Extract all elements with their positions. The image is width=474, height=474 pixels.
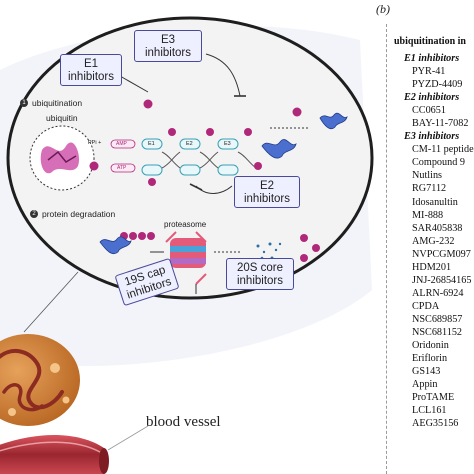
sidebar-divider [386,24,387,474]
inhibitor-drug-item: LCL161 [412,405,447,417]
inhibitor-group-heading: E1 inhibitors [404,53,460,64]
inhibitor-drug-item: CM-11 peptide [412,144,474,156]
inhibitor-drug-item: SAR405838 [412,222,463,234]
inhibitor-drug-item: Oridonin [412,340,449,352]
inhibitor-group-heading: E2 inhibitors [404,92,460,104]
inhibitor-drug-item: PYZD-4409 [412,79,463,91]
blood-vessel [0,425,149,474]
e1-node-label: E1 [148,141,155,147]
step-2-label: 2 protein degradation [30,205,115,223]
inhibitor-drug-item: ProTAME [412,392,455,404]
step-1-text: ubiquitination [32,97,83,108]
e2-node-label: E2 [186,141,193,147]
atp-ppi-labels [110,139,136,173]
inhibitor-drug-item: RG7112 [412,183,447,195]
inhibitor-drug-item: NSC681152 [412,326,463,338]
substrate-protein [254,112,348,170]
proteasome [165,231,207,285]
cell-ellipse [6,16,374,300]
inhibition-lines [119,53,246,194]
inhibitor-group-heading: E3 inhibitors [404,131,460,143]
inhibitor-drug-item: Idosanultin [412,196,458,208]
sidebar-title: ubiquitination in [394,36,466,47]
tumour-tissue [0,334,80,426]
step-2-text: protein degradation [42,208,116,219]
e3-inhibitors-box: E3 inhibitors [134,30,202,62]
inhibitor-drug-item: NVPCGM097 [412,248,471,260]
inhibitor-drug-item: CC0651 [412,105,446,117]
ubiquitin-chain [143,99,302,117]
ubiquitin-label: ubiquitin [46,113,78,123]
inhibitor-drug-item: BAY-11-7082 [412,118,469,130]
e2-inhibitors-line1: E2 [259,180,275,192]
e1-inhibitors-line1: E1 [83,58,99,70]
step-1-label: 1 ubiquitination [20,94,82,112]
e2-inhibitors-line2: inhibitors [243,193,291,205]
inhibitor-drug-item: Eriflorin [412,353,448,365]
inhibitor-drug-item: AMG-232 [412,235,455,247]
inhibitor-drug-item: AEG35156 [412,418,459,430]
ppi-label: PPi + [88,140,102,146]
blood-vessel-label: blood vessel [146,414,221,430]
ubiquitin-structure [29,125,99,191]
inhibitor-drug-item: CPDA [412,300,440,312]
inhibitor-drug-item: Nutlins [412,170,443,182]
step-2-number: 2 [30,209,38,218]
inhibitor-drug-item: PYR-41 [412,66,446,78]
inhibitor-drug-item: HDM201 [412,261,452,273]
inhibitor-drug-item: Appin [412,379,438,391]
ubiquitinated-substrate [99,232,164,255]
panel-letter: (b) [376,2,390,16]
proteasome-label: proteasome [164,220,207,229]
step-1-number: 1 [20,98,28,107]
inhibitor-drug-item: JNJ-26854165 [412,274,472,286]
e3-node-label: E3 [224,141,231,147]
inhibitor-drug-item: NSC689857 [412,313,463,325]
inhibitor-drug-item: GS143 [412,366,441,378]
core-20s-inhibitors-line2: inhibitors [236,275,284,287]
enzyme-cycle [141,128,257,186]
inhibitor-drug-item: ALRN-6924 [412,287,464,299]
e3-inhibitors-line1: E3 [160,34,176,46]
e2-inhibitors-box: E2 inhibitors [234,176,300,208]
peptide-fragments [214,234,320,262]
inhibitor-drug-item: MI-888 [412,209,444,221]
core-20s-inhibitors-line1: 20S core [236,262,284,274]
e1-inhibitors-box: E1 inhibitors [60,54,122,86]
e1-inhibitors-line2: inhibitors [67,71,115,83]
amp-label: AMP [116,141,127,147]
atp-label: ATP [117,165,127,171]
e3-inhibitors-line2: inhibitors [144,47,192,59]
inhibitor-drug-item: Compound 9 [412,157,465,169]
core-20s-inhibitors-box: 20S core inhibitors [226,258,294,290]
